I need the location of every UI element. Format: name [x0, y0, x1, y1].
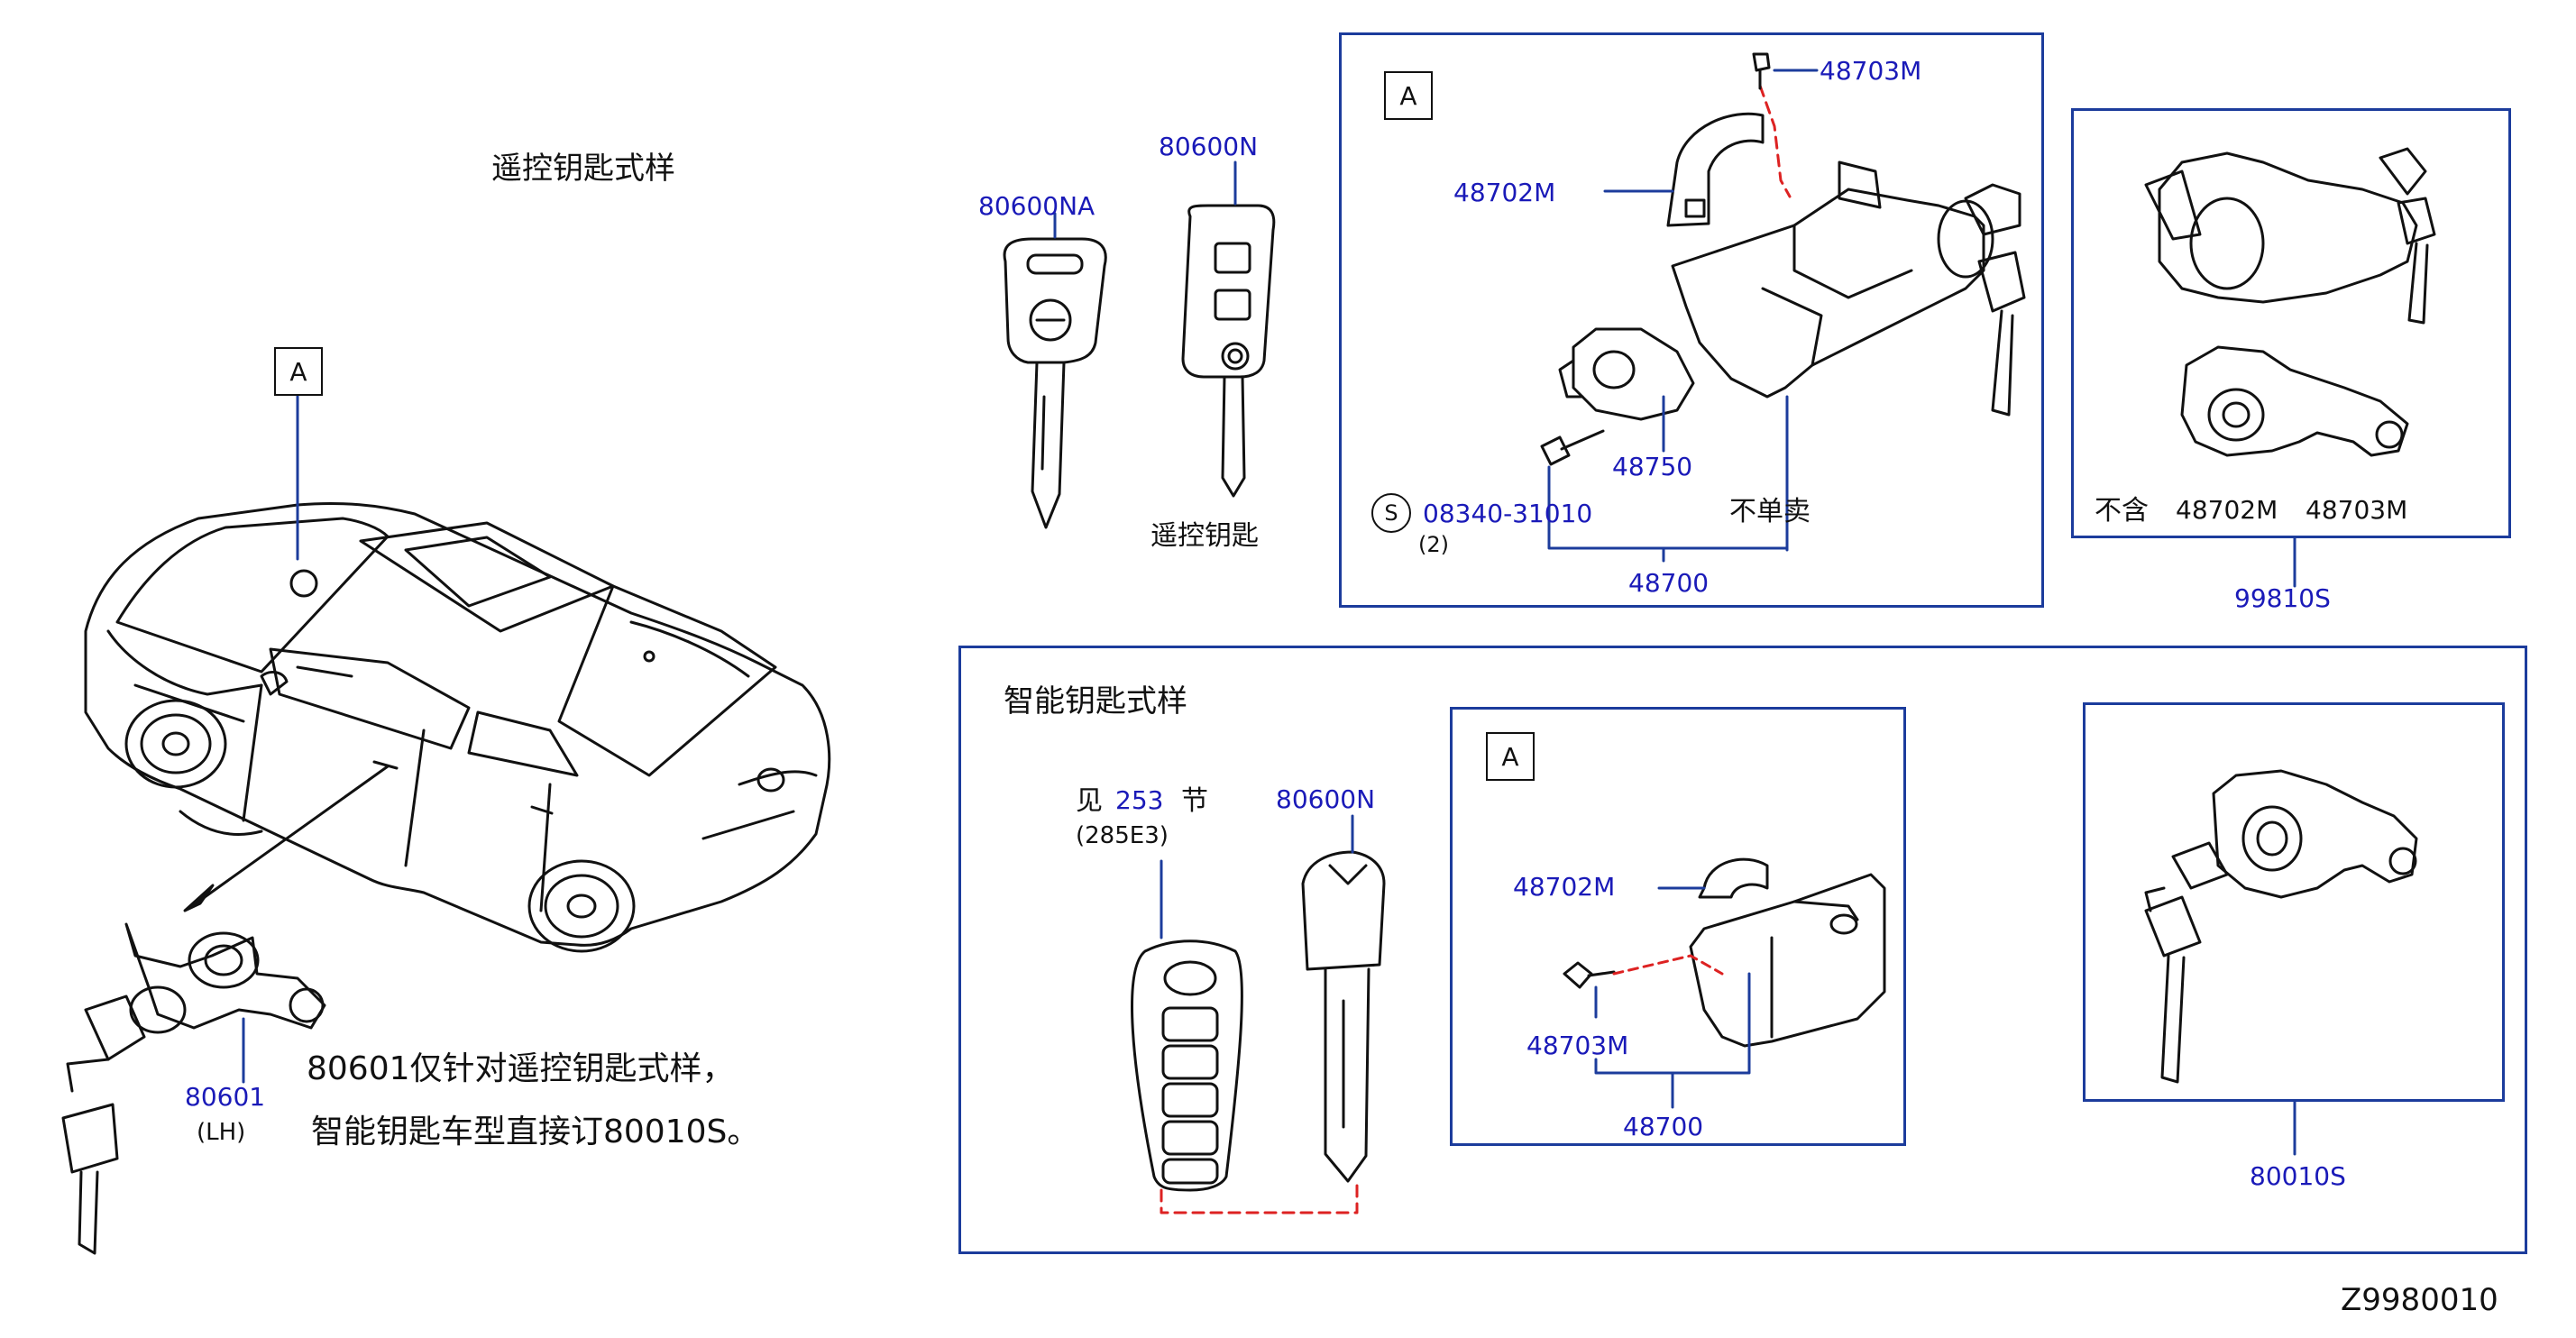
- see-section-prefix: 见: [1076, 785, 1103, 817]
- see-section-suffix: 节: [1181, 785, 1208, 817]
- smart-key-fob-drawing: [1131, 939, 1243, 1192]
- part-48703M-bottom[interactable]: 48703M: [1526, 1031, 1629, 1060]
- figure-id: Z9980010: [2341, 1282, 2498, 1318]
- box-kit-80010s: [2083, 702, 2505, 1102]
- callout-a-top-box: A: [1384, 71, 1433, 120]
- kit-80010s-drawing: [2144, 769, 2418, 1084]
- smart-mechanical-key-drawing: [1301, 850, 1386, 1183]
- see-section-code: (285E3): [1076, 822, 1169, 849]
- part-08340-qty: (2): [1418, 532, 1449, 557]
- remote-key-caption: 遥控钥匙: [1150, 520, 1259, 552]
- part-99810S[interactable]: 99810S: [2234, 583, 2331, 613]
- box-kit-99810s: [2071, 108, 2511, 538]
- part-08340-31010[interactable]: 08340-31010: [1423, 499, 1593, 528]
- screw-symbol-s: S: [1371, 493, 1411, 533]
- title-remote-key-style: 遥控钥匙式样: [491, 151, 675, 187]
- kit-99810s-drawing: [2144, 147, 2436, 457]
- door-lock-cylinder-drawing: [61, 922, 326, 1255]
- part-80601-side: (LH): [197, 1119, 246, 1146]
- not-included-48702M: 48702M: [2176, 495, 2278, 525]
- part-48700-top[interactable]: 48700: [1628, 568, 1710, 598]
- part-80600N-smart[interactable]: 80600N: [1276, 784, 1376, 814]
- part-80010S[interactable]: 80010S: [2250, 1161, 2346, 1191]
- box-ignition-smart: [1450, 707, 1906, 1146]
- part-80601[interactable]: 80601: [185, 1082, 266, 1112]
- callout-a-car: A: [274, 347, 323, 396]
- not-sold-separately: 不单卖: [1729, 496, 1811, 527]
- part-48702M-bottom[interactable]: 48702M: [1513, 872, 1616, 902]
- box-ignition-remote: [1339, 32, 2044, 608]
- part-48750[interactable]: 48750: [1612, 452, 1693, 481]
- part-80600NA[interactable]: 80600NA: [978, 191, 1095, 221]
- part-48700-bottom[interactable]: 48700: [1623, 1112, 1704, 1141]
- car-illustration: [84, 501, 831, 953]
- title-smart-key-style: 智能钥匙式样: [1004, 683, 1187, 719]
- ignition-lock-remote-drawing: [1540, 112, 2026, 466]
- note-line-2: 智能钥匙车型直接订80010S。: [311, 1113, 760, 1150]
- box-smart-key-section: [958, 646, 2527, 1254]
- part-48703M-top[interactable]: 48703M: [1820, 56, 1922, 86]
- see-section-number[interactable]: 253: [1115, 785, 1164, 815]
- part-48702M-top[interactable]: 48702M: [1453, 178, 1556, 207]
- not-included-label: 不含: [2095, 495, 2149, 527]
- mechanical-key-drawing: [1003, 237, 1107, 529]
- remote-key-drawing: [1181, 204, 1276, 498]
- ignition-lock-smart-drawing: [1563, 857, 1886, 1048]
- note-line-1: 80601仅针对遥控钥匙式样，: [307, 1050, 735, 1087]
- not-included-48703M: 48703M: [2306, 495, 2408, 525]
- part-80600N-remote[interactable]: 80600N: [1159, 132, 1259, 161]
- callout-a-bottom-box: A: [1486, 732, 1535, 781]
